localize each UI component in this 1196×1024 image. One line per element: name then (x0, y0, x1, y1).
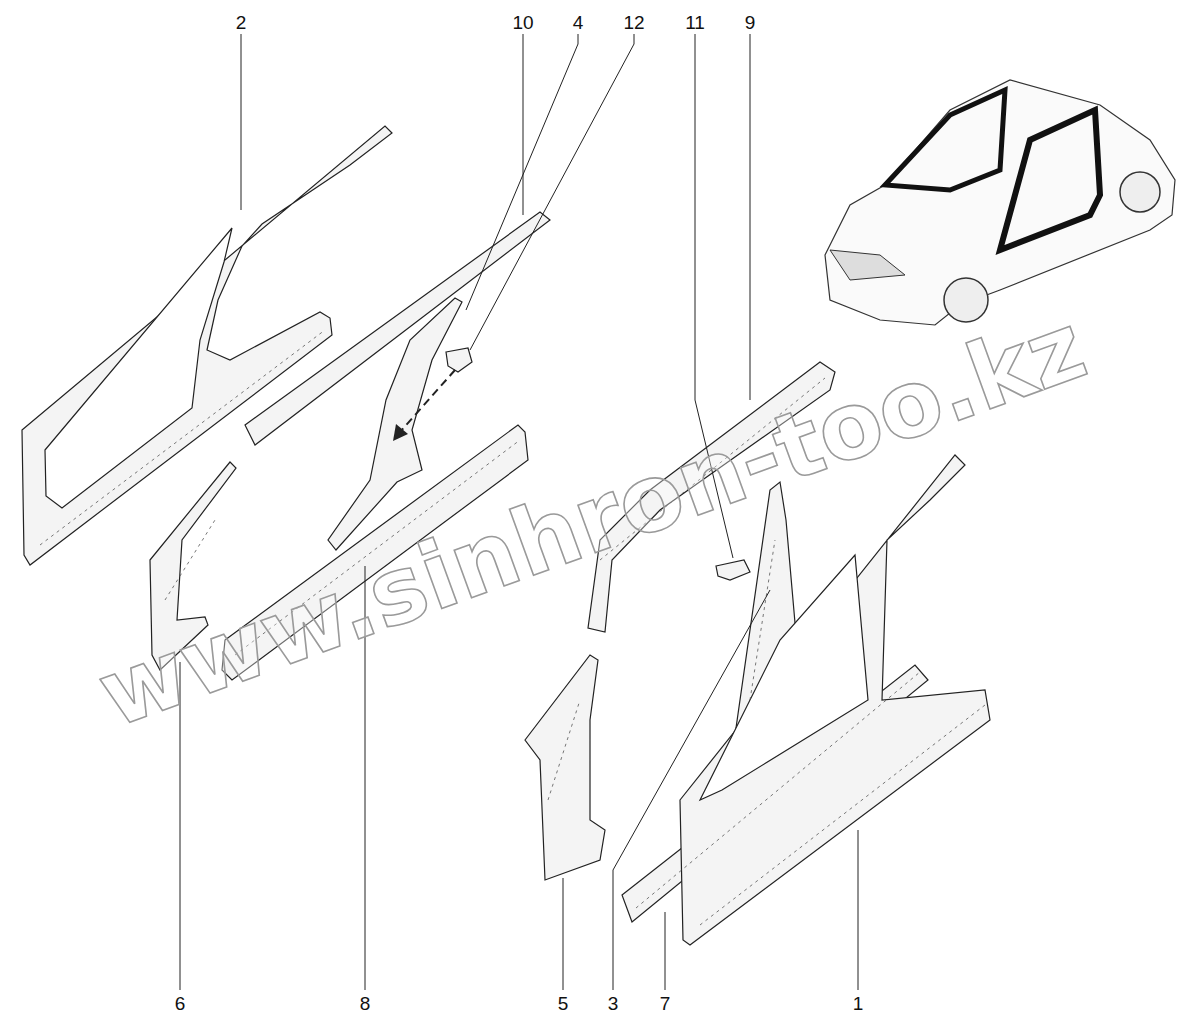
leader-line (858, 830, 859, 990)
callout-number: 3 (606, 993, 621, 1014)
leader-line (563, 878, 564, 990)
a-pillar-right (525, 655, 605, 880)
detail-line (165, 520, 215, 600)
bracket-12 (446, 348, 472, 372)
detail-line (40, 330, 325, 545)
door-opening-right (700, 555, 868, 800)
leader-line (470, 34, 634, 350)
callout-number: 5 (556, 993, 571, 1014)
callout-number: 4 (571, 12, 586, 33)
callout-number: 2 (234, 12, 249, 33)
car-grille (830, 250, 905, 280)
car-door-frame (1000, 110, 1100, 250)
car-thumbnail (825, 80, 1175, 325)
leader-line (241, 34, 242, 210)
leader-line (466, 34, 578, 310)
callout-number: 6 (173, 993, 188, 1014)
car-window (885, 90, 1005, 190)
callout-number: 9 (743, 12, 758, 33)
callout-number: 12 (621, 12, 646, 33)
assembly-arrow (400, 370, 455, 432)
arrow-head (393, 424, 408, 441)
callout-number: 7 (658, 993, 673, 1014)
detail-line (548, 700, 580, 800)
bracket-11 (716, 560, 750, 580)
car-wheel (944, 278, 988, 322)
leader-line (613, 590, 770, 990)
callout-number: 10 (510, 12, 535, 33)
leader-line (523, 34, 524, 215)
car-wheel (1120, 172, 1160, 212)
callout-number: 11 (683, 12, 707, 33)
leader-line (750, 34, 751, 400)
leader-line (665, 912, 666, 990)
callout-number: 8 (358, 993, 373, 1014)
side-panel-outer-right (680, 455, 990, 945)
detail-line (636, 672, 920, 908)
detail-line (700, 705, 985, 925)
door-opening-left (45, 228, 232, 508)
callout-number: 1 (851, 993, 866, 1014)
